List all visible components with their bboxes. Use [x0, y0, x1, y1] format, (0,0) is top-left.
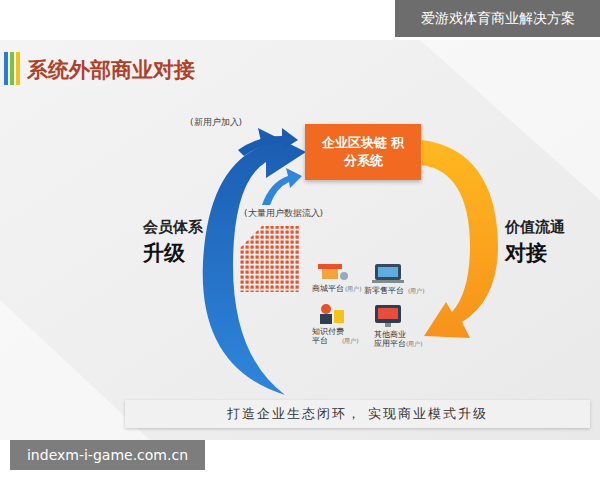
- node-text: 打造企业生态闭环， 实现商业模式升级: [227, 406, 488, 423]
- user-data-grid: [240, 226, 300, 292]
- core-system-box: 企业区块链 积分系统: [305, 124, 421, 180]
- platform-name: 其他商业应用平台: [374, 330, 408, 348]
- side-label: 价值流通: [505, 218, 565, 236]
- title-bar: [4, 52, 8, 85]
- side-label: 对接: [505, 241, 547, 266]
- knowledge-icon: [320, 304, 344, 324]
- retail-icon: [372, 264, 404, 283]
- node-text: 爱游戏体育商业解决方案: [421, 9, 575, 28]
- other-icon: [375, 305, 401, 327]
- platform-user: (用户): [345, 285, 362, 292]
- side-label: 会员体系: [143, 218, 203, 236]
- small-arrow: [238, 128, 298, 156]
- slide-title: 系统外部商业对接: [27, 56, 195, 84]
- platform-name: 新零售平台: [364, 286, 404, 295]
- platform-name: 商城平台: [312, 284, 344, 293]
- flow-note: (新用户加入): [190, 117, 242, 128]
- platform-user: (用户): [406, 340, 423, 347]
- cycle-arrow: [203, 128, 306, 395]
- platform-user: (用户): [408, 287, 425, 294]
- platform-name: 知识付费平台: [312, 327, 346, 345]
- title-bar: [16, 52, 20, 85]
- node-text: 企业区块链 积分系统: [321, 134, 405, 169]
- node-text: indexm-i-game.com.cn: [27, 446, 188, 465]
- small-arrow: [262, 168, 302, 205]
- flow-note: (大量用户数据流入): [244, 208, 323, 219]
- shop-icon: [318, 264, 348, 280]
- slogan-band: 打造企业生态闭环， 实现商业模式升级: [125, 400, 590, 428]
- slide-ground: [0, 40, 600, 440]
- platform-user: (用户): [342, 337, 359, 344]
- watermark-box: indexm-i-game.com.cn: [10, 440, 205, 470]
- decor: [420, 40, 600, 200]
- title-bar: [10, 52, 14, 85]
- watermark-box: 爱游戏体育商业解决方案: [395, 0, 600, 37]
- side-label: 升级: [143, 241, 185, 266]
- cycle-arrow: [422, 140, 498, 338]
